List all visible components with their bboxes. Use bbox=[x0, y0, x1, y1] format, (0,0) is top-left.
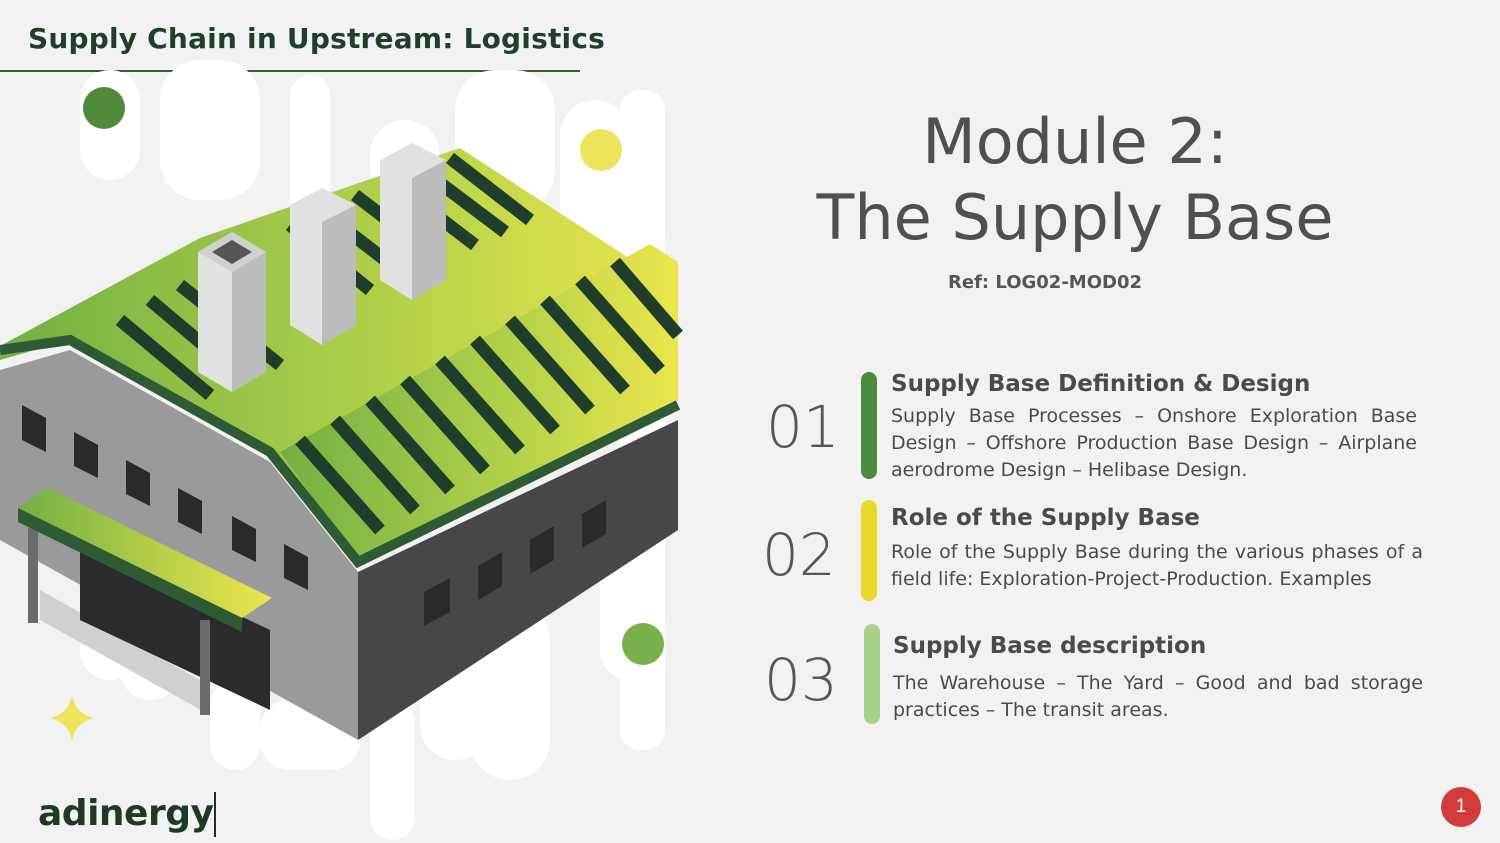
decor-dot bbox=[622, 623, 664, 665]
loading-dock-floor bbox=[40, 590, 210, 715]
item-color-bar bbox=[861, 500, 877, 601]
warehouse-illustration bbox=[0, 60, 683, 840]
module-title-line-1: Module 2: bbox=[922, 105, 1228, 178]
chimneys bbox=[198, 143, 446, 392]
item-description: Supply Base Processes – Onshore Explorat… bbox=[891, 405, 1417, 481]
item-title: Role of the Supply Base bbox=[891, 505, 1200, 531]
sparkle-icon bbox=[50, 696, 94, 740]
item-description: Role of the Supply Base during the vario… bbox=[891, 541, 1423, 590]
loading-dock-canopy bbox=[18, 488, 272, 618]
item-color-bar bbox=[864, 624, 880, 724]
side-windows bbox=[424, 500, 606, 626]
logo-separator bbox=[214, 792, 216, 837]
module-title: Module 2: The Supply Base bbox=[780, 104, 1370, 256]
item-title: Supply Base Definition & Design bbox=[891, 371, 1311, 397]
decor-dot bbox=[83, 87, 125, 129]
front-windows bbox=[22, 405, 308, 590]
dock-pillar bbox=[28, 528, 38, 623]
dock-pillar bbox=[200, 620, 210, 715]
page-number-badge: 1 bbox=[1441, 787, 1481, 827]
item-title: Supply Base description bbox=[893, 633, 1207, 659]
decor-dot bbox=[580, 129, 622, 171]
warehouse-side-wall bbox=[358, 420, 678, 740]
item-number: 01 bbox=[766, 393, 840, 461]
header-divider bbox=[0, 70, 580, 72]
logo-text: adinergy bbox=[38, 793, 214, 834]
loading-dock-door bbox=[80, 540, 270, 710]
item-number: 03 bbox=[764, 646, 838, 714]
roof-edge bbox=[0, 334, 681, 569]
course-title: Supply Chain in Upstream: Logistics bbox=[28, 22, 605, 55]
adinergy-logo: adinergy bbox=[38, 793, 214, 834]
item-color-bar bbox=[861, 372, 877, 479]
item-description: The Warehouse – The Yard – Good and bad … bbox=[893, 672, 1423, 721]
module-title-line-2: The Supply Base bbox=[816, 181, 1334, 254]
item-number: 02 bbox=[762, 521, 836, 589]
module-reference: Ref: LOG02-MOD02 bbox=[948, 272, 1142, 293]
